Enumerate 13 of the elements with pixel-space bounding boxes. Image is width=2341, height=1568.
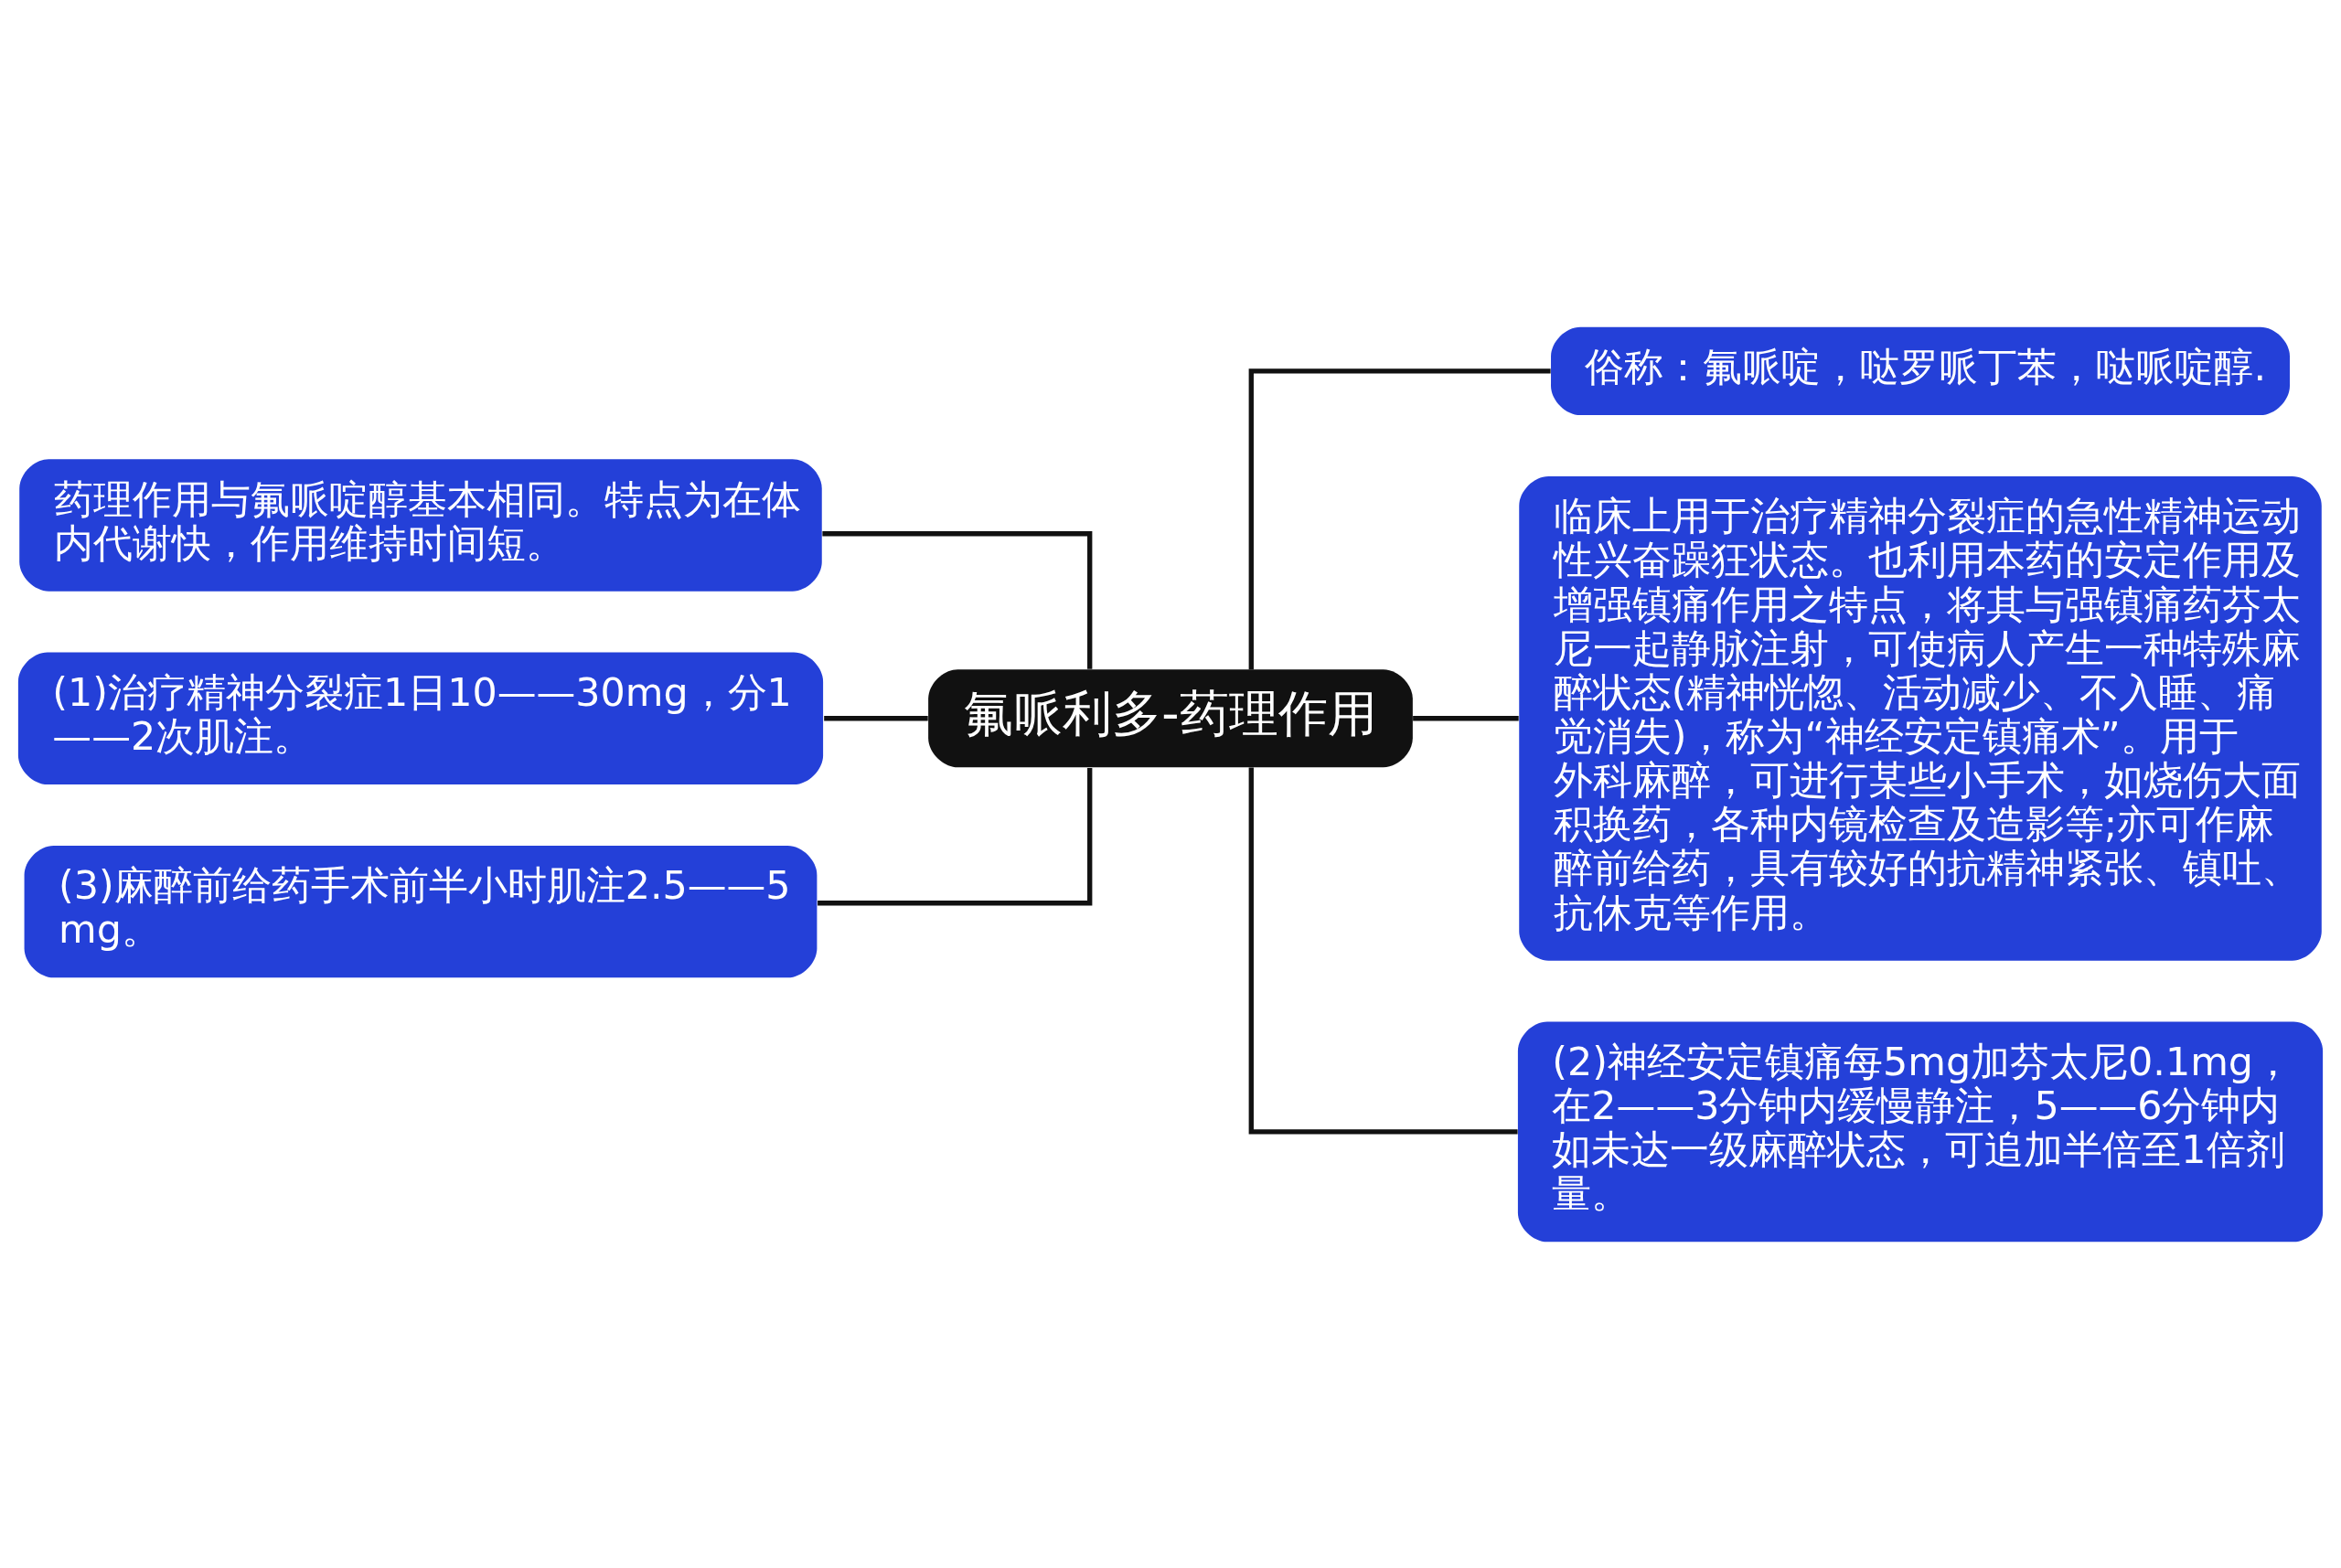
node-box: (2)神经安定镇痛每5mg加芬太尼0.1mg，在2——3分钟内缓慢静注，5——6分钟内如未达一级麻醉状态，可追加半倍至1倍剂量。: [1517, 1021, 2324, 1242]
node-box: 俗称：氟哌啶，哒罗哌丁苯，哒哌啶醇.: [1551, 326, 2290, 415]
node-box: 临床上用于治疗精神分裂症的急性精神运动性兴奋躁狂状态。也利用本药的安定作用及增强镇痛作用之特点，将其与强镇痛药芬太尼一起静脉注射，可使病人产生一种特殊麻醉状态(精神恍惚、活动减少、不入睡、痛觉消失)，称为“神经安定镇痛术”。用于外科麻醉，可进行某些小手术，如烧伤大面积换药，各种内镜检查及造影等;亦可作麻醉前给药，具有较好的抗精神紧张、镇吐、抗休克等作用。: [1519, 475, 2322, 961]
connector: [1413, 715, 1519, 720]
connector: [824, 715, 928, 720]
node-box: (1)治疗精神分裂症1日10——30mg，分1——2次肌注。: [17, 652, 824, 784]
connector: [822, 530, 1093, 669]
node-box: 氟哌利多-药理作用: [928, 668, 1413, 767]
node-box: (3)麻醉前给药手术前半小时肌注2.5——5mg。: [24, 845, 818, 977]
connector: [1248, 368, 1551, 669]
node-box: 药理作用与氟哌啶醇基本相同。特点为在体内代谢快，作用维持时间短。: [19, 458, 822, 592]
connector: [818, 767, 1093, 905]
connector: [1248, 766, 1518, 1135]
